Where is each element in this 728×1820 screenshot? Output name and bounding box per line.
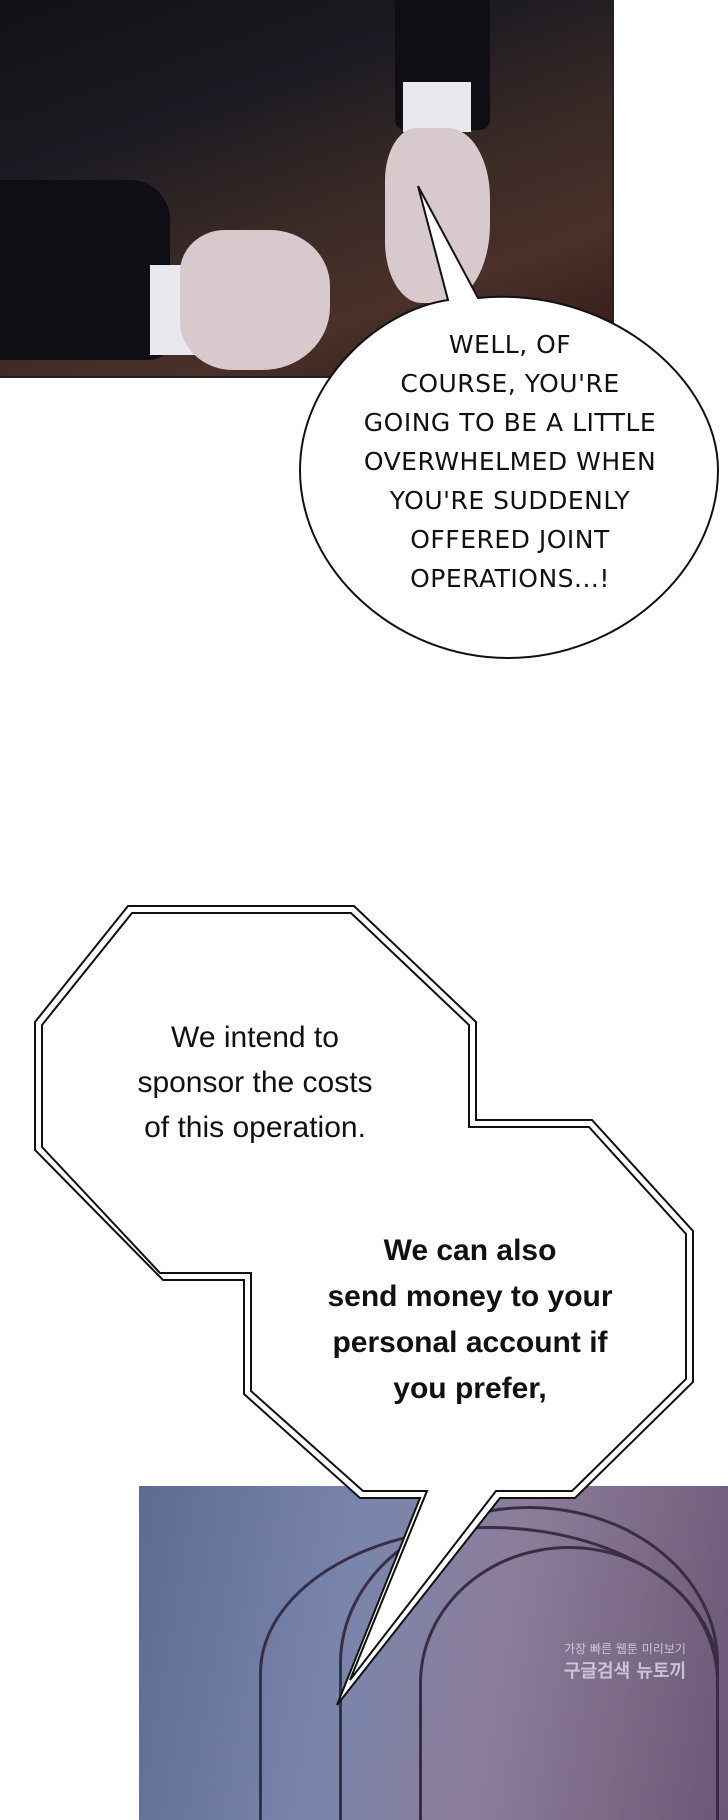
text-line: YOU'RE SUDDENLY (389, 486, 631, 515)
text-line: sponsor the costs (137, 1066, 373, 1099)
text-line: WELL, OF (448, 330, 572, 359)
text-line: of this operation. (144, 1111, 366, 1144)
watermark-line1: 가장 빠른 웹툰 미리보기 (564, 1642, 686, 1656)
speech-text-joint-operations: WELL, OF COURSE, YOU'RE GOING TO BE A LI… (330, 325, 690, 598)
text-line: COURSE, YOU'RE (400, 369, 620, 398)
text-line: OPERATIONS...! (410, 564, 610, 593)
text-line: OFFERED JOINT (410, 525, 610, 554)
text-line: We intend to (171, 1021, 339, 1054)
text-line: you prefer, (393, 1372, 547, 1405)
text-line: send money to your (327, 1280, 613, 1313)
text-line: GOING TO BE A LITTLE (363, 408, 657, 437)
cuff-right (403, 82, 471, 132)
text-line: OVERWHELMED WHEN (363, 447, 657, 476)
watermark-line2: 구글검색 뉴토끼 (563, 1661, 687, 1682)
hand-fist (180, 230, 330, 370)
speech-text-sponsor: We intend to sponsor the costs of this o… (110, 1015, 400, 1150)
sleeve-left (0, 180, 170, 360)
speech-bubble-octagon-outer (34, 905, 694, 1706)
text-line: personal account if (332, 1326, 608, 1359)
speech-bubble-round (298, 185, 720, 660)
watermark: 가장 빠른 웹툰 미리보기 구글검색 뉴토끼 (535, 1640, 715, 1683)
speech-bubble-octagon-inner (41, 912, 687, 1681)
hand-pointing (385, 128, 490, 303)
hair-strand (419, 1546, 719, 1820)
text-line: We can also (383, 1234, 557, 1267)
comic-panel-hands-on-table (0, 0, 614, 378)
speech-text-personal-account: We can also send money to your personal … (300, 1228, 640, 1412)
